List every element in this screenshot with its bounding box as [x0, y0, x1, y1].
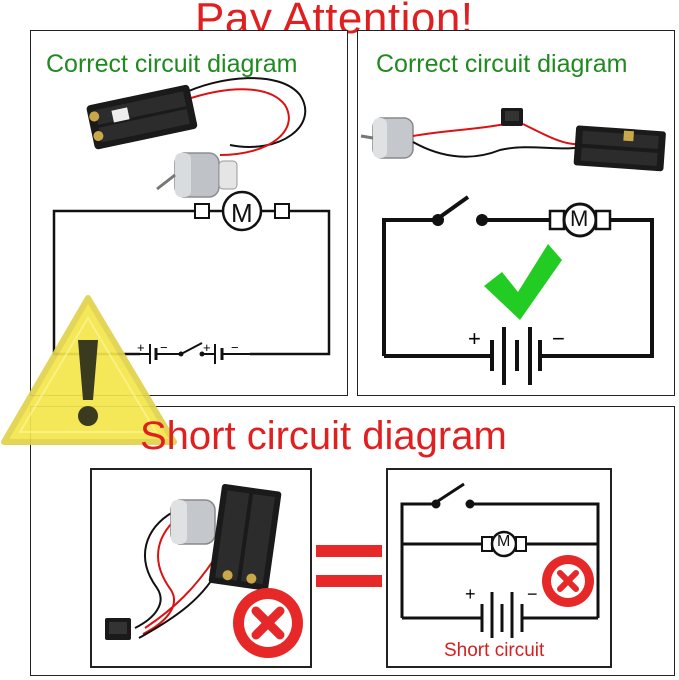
- battery-minus-right: −: [552, 326, 565, 351]
- battery-minus-left-2: −: [231, 340, 239, 355]
- battery-motor-photo-left: [86, 77, 307, 198]
- cross-circle-icon: [542, 555, 594, 607]
- correct-circuit-caption-right: Correct circuit diagram: [376, 50, 628, 78]
- battery-plus-right: +: [468, 326, 481, 351]
- short-circuit-schematic: [400, 482, 600, 638]
- battery-plus-left-2: +: [203, 340, 211, 355]
- short-circuit-photo: [105, 484, 282, 640]
- short-circuit-status-label: Short circuit: [444, 640, 545, 661]
- motor-switch-battery-photo: [360, 108, 666, 172]
- series-circuit-schematic-right: [382, 195, 654, 385]
- battery-plus-left-1: +: [137, 340, 145, 355]
- correct-circuit-panel-right: [357, 30, 675, 396]
- short-circuit-title: Short circuit diagram: [140, 414, 507, 458]
- motor-symbol-bottom: M: [497, 533, 511, 550]
- equals-sign: [316, 545, 382, 587]
- cross-circle-icon: [233, 588, 303, 658]
- battery-plus-bottom: +: [465, 584, 476, 604]
- correct-circuit-caption-left: Correct circuit diagram: [46, 50, 298, 78]
- motor-symbol-right: M: [570, 206, 589, 231]
- warning-triangle-icon: [1, 295, 177, 445]
- battery-minus-bottom: −: [527, 584, 538, 604]
- battery-minus-left-1: −: [160, 340, 168, 355]
- motor-symbol-left: M: [231, 198, 253, 228]
- checkmark-icon: [484, 244, 562, 320]
- series-circuit-schematic-left: [52, 190, 331, 364]
